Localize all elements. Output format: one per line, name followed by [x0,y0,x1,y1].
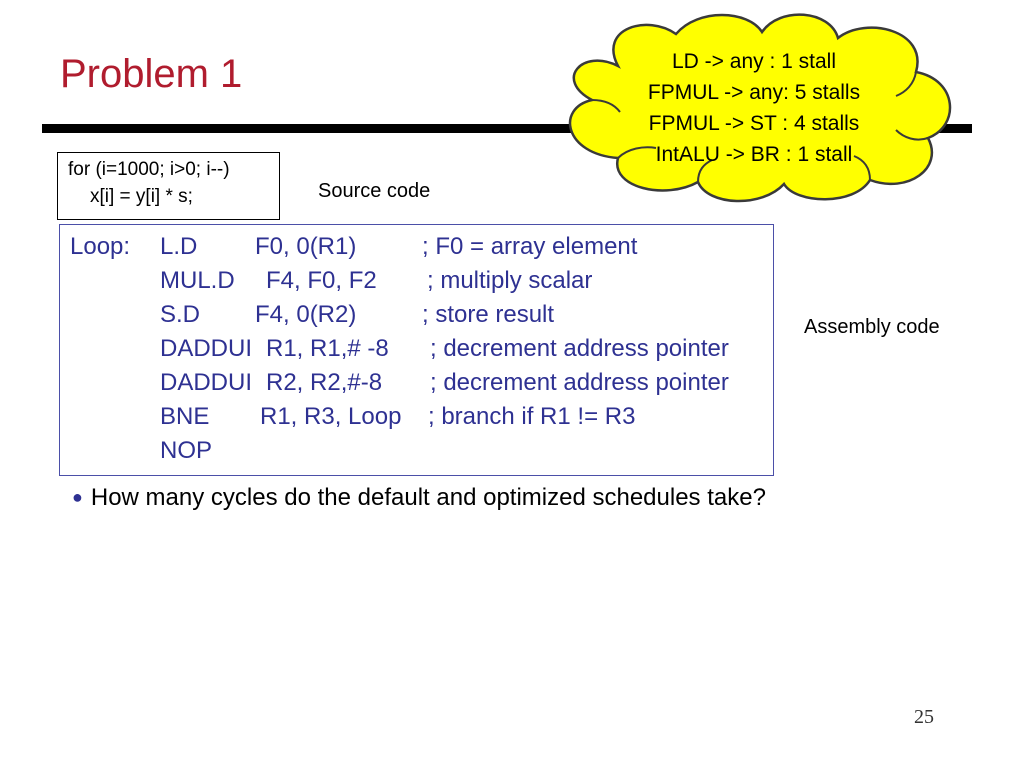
asm-operands: F0, 0(R1) [255,233,357,260]
asm-operands: F4, 0(R2) [255,301,357,328]
source-code-box: for (i=1000; i>0; i--) x[i] = y[i] * s; [57,152,280,220]
asm-comment: ; F0 = array element [422,233,638,260]
stall-rule-fpmul-any: FPMUL -> any: 5 stalls [647,81,861,104]
asm-operands: R1, R1,# -8 [266,335,389,362]
asm-row: MUL.D F4, F0, F2 ; multiply scalar [60,267,775,301]
asm-opcode: NOP [160,437,213,464]
asm-opcode: DADDUI [160,369,253,396]
asm-row: NOP [60,437,775,471]
asm-opcode: S.D [160,301,201,328]
asm-comment: ; branch if R1 != R3 [428,403,636,430]
asm-opcode: L.D [160,233,198,260]
asm-operands: R1, R3, Loop [260,403,402,430]
stall-rule-ld: LD -> any : 1 stall [672,50,836,73]
source-line: for (i=1000; i>0; i--) [68,159,230,180]
title-divider [42,124,972,133]
asm-comment: ; decrement address pointer [430,369,729,396]
asm-row: S.D F4, 0(R2) ; store result [60,301,775,335]
asm-comment: ; store result [422,301,555,328]
asm-comment: ; multiply scalar [427,267,593,294]
asm-row: Loop: L.D F0, 0(R1) ; F0 = array element [60,233,775,267]
slide-title: Problem 1 [60,52,243,96]
cloud-shape [568,13,952,203]
asm-operands: R2, R2,#-8 [266,369,383,396]
assembly-code-label: Assembly code [804,316,940,338]
stall-rule-fpmul-st: FPMUL -> ST : 4 stalls [648,112,860,135]
question-text: How many cycles do the default and optim… [90,484,766,511]
asm-opcode: MUL.D [160,267,235,294]
asm-comment: ; decrement address pointer [430,335,729,362]
stall-cloud-callout: LD -> any : 1 stall FPMUL -> any: 5 stal… [548,8,960,204]
bullet-dot-icon: ● [72,487,83,507]
asm-row: DADDUI R2, R2,#-8 ; decrement address poin… [60,369,775,403]
stall-rule-intalu-br: IntALU -> BR : 1 stall [655,143,853,166]
question-bullet: ● How many cycles do the default and opti… [72,484,766,512]
source-code-label: Source code [318,180,431,202]
asm-label: Loop: [70,233,131,260]
page-number: 25 [914,706,934,728]
asm-row: DADDUI R1, R1,# -8 ; decrement address poi… [60,335,775,369]
source-line: x[i] = y[i] * s; [90,186,193,207]
asm-opcode: DADDUI [160,335,253,362]
asm-opcode: BNE [160,403,210,430]
asm-row: BNE R1, R3, Loop ; branch if R1 != R3 [60,403,775,437]
asm-operands: F4, F0, F2 [266,267,377,294]
